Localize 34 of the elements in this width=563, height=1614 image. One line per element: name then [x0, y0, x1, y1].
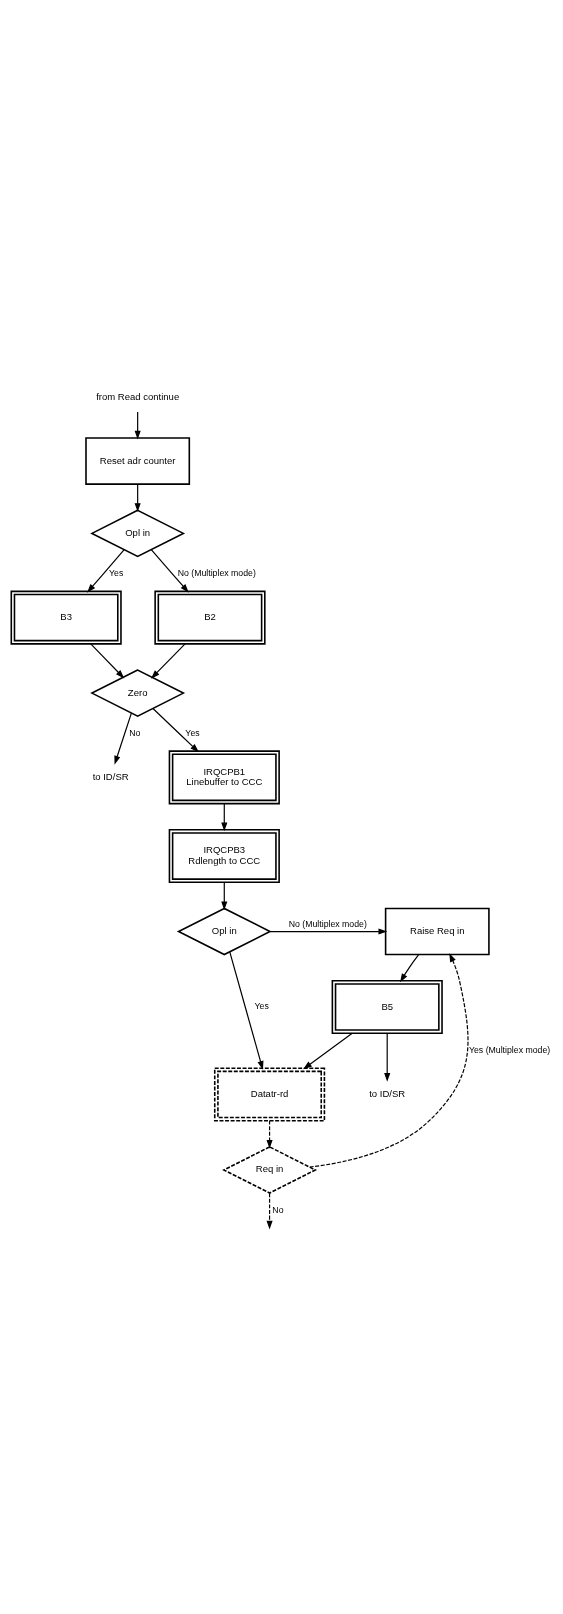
node-text: to ID/SR — [92, 770, 129, 782]
arrow — [152, 707, 199, 753]
arrow — [150, 549, 189, 593]
node-diamond: Opl in — [90, 509, 186, 558]
arrow — [229, 951, 264, 1070]
edge-label: Yes — [185, 727, 200, 738]
edge-label: Yes — [109, 568, 124, 579]
node-text: from Read continue — [96, 390, 180, 402]
arrow — [87, 549, 125, 593]
arrow — [90, 643, 125, 679]
arrow — [221, 881, 228, 911]
node-diamond: Opl in — [176, 907, 272, 956]
arrow — [309, 953, 469, 1168]
arrow — [303, 1032, 353, 1070]
arrow — [384, 1032, 391, 1082]
arrow — [134, 483, 141, 512]
node-box: Reset adr counter — [85, 437, 191, 485]
node-box: Raise Req in — [384, 907, 490, 956]
edge-label: No — [129, 727, 141, 738]
edge-label: No (Multiplex mode) — [288, 918, 367, 929]
node-diamond: Req in — [222, 1146, 318, 1194]
arrow — [151, 643, 186, 679]
arrow — [114, 712, 132, 765]
edge-label: No (Multiplex mode) — [177, 568, 256, 579]
arrow — [269, 928, 388, 935]
arrow — [221, 803, 228, 832]
arrow — [134, 411, 141, 440]
node-text: to ID/SR — [369, 1087, 406, 1099]
arrow — [400, 954, 420, 983]
edge-label: Yes (Multiplex mode) — [468, 1044, 551, 1055]
arrow — [266, 1192, 273, 1230]
edge-label: No — [272, 1204, 284, 1215]
edge-label: Yes — [254, 1001, 269, 1012]
arrow — [266, 1120, 273, 1149]
